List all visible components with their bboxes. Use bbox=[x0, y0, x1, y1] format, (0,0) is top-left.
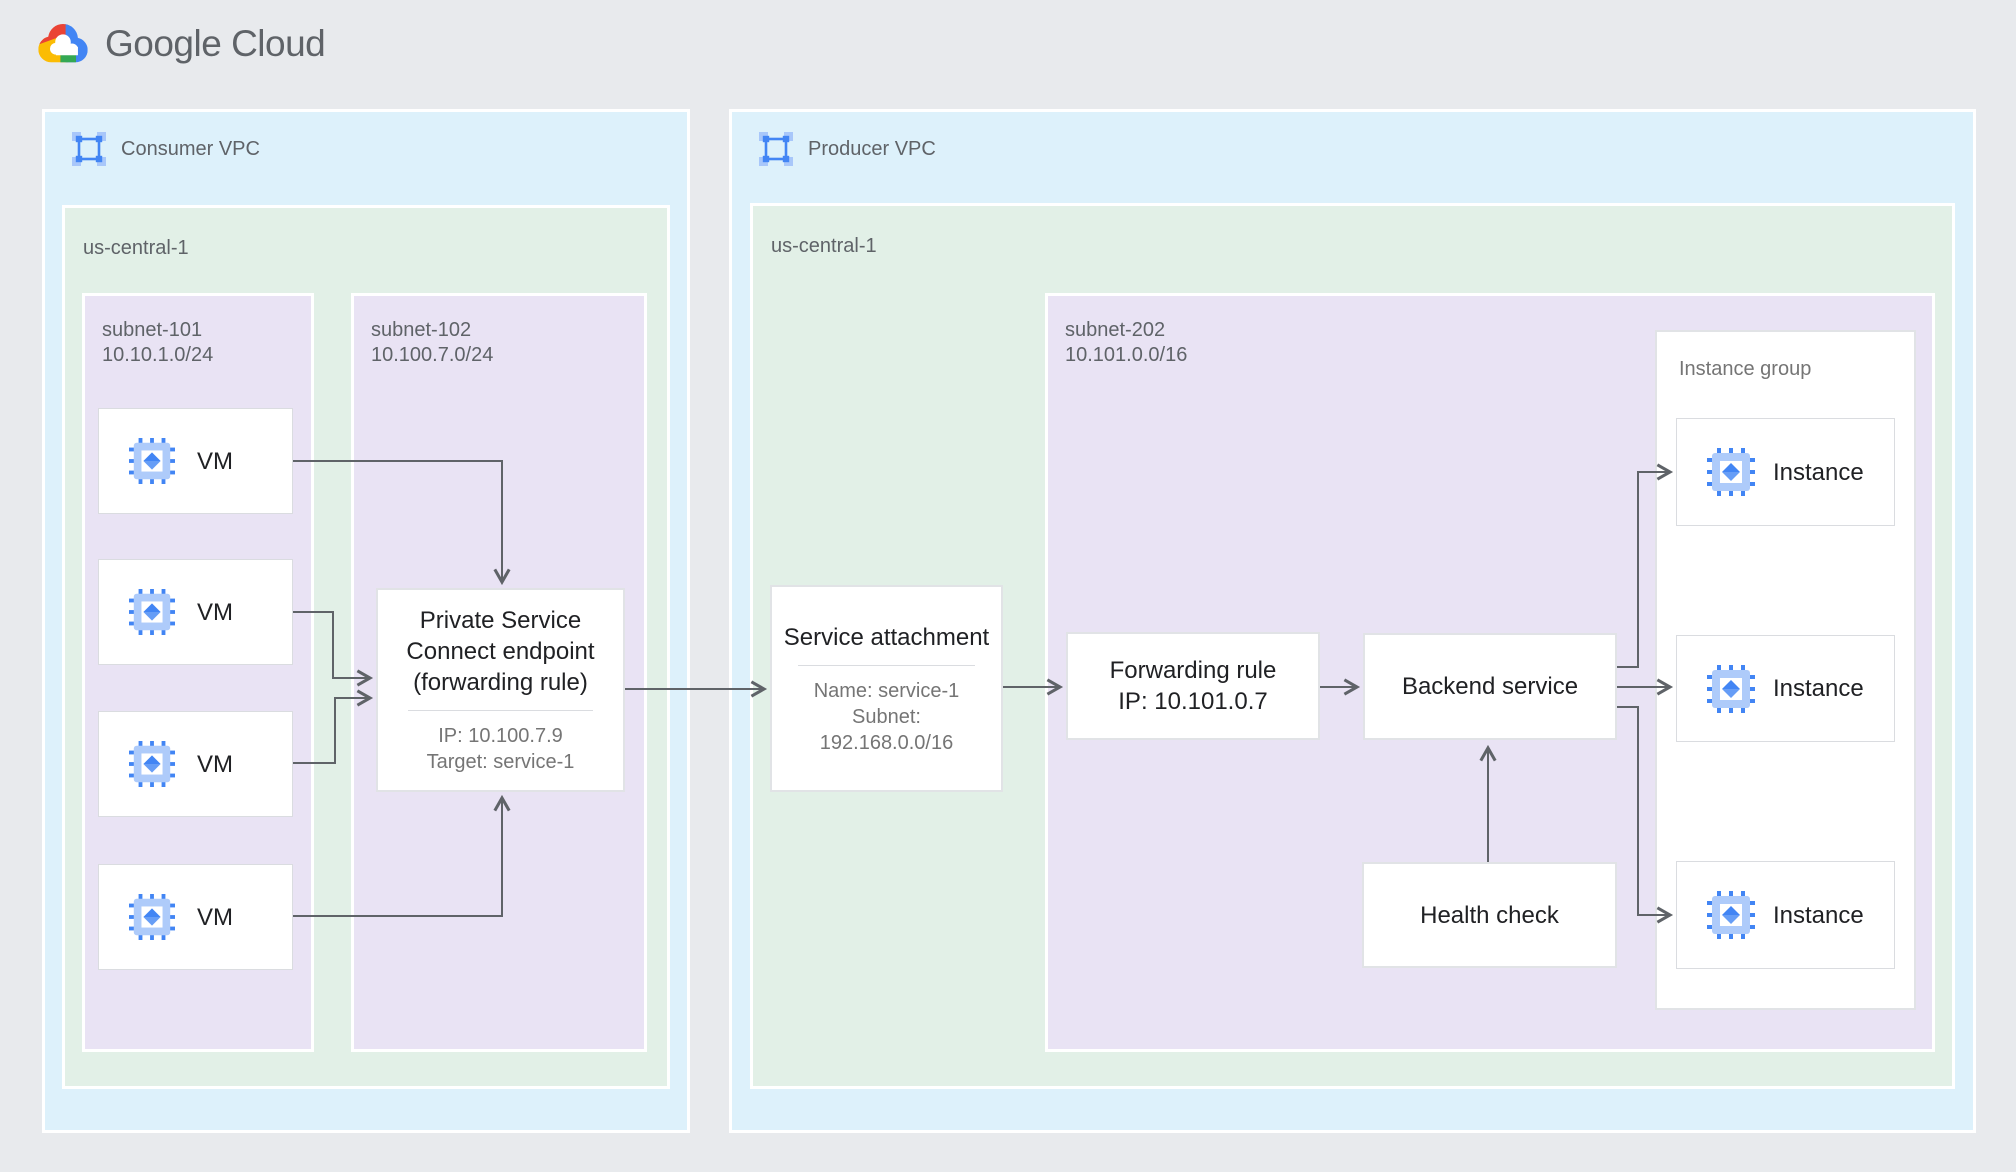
consumer-region-label: us-central-1 bbox=[83, 237, 189, 259]
forwarding-rule-title: Forwarding rule bbox=[1109, 657, 1277, 684]
vm-icon bbox=[129, 589, 175, 635]
subnet-202-name: subnet-202 bbox=[1065, 319, 1166, 341]
vm-label: VM bbox=[197, 903, 233, 931]
producer-vpc-header: Producer VPC bbox=[758, 131, 936, 167]
divider bbox=[797, 664, 976, 666]
instance-icon bbox=[1707, 448, 1755, 496]
vm-node-1: VM bbox=[98, 408, 293, 514]
health-check-node: Health check bbox=[1362, 862, 1617, 968]
consumer-vpc-header: Consumer VPC bbox=[71, 131, 260, 167]
psc-endpoint-ip: IP: 10.100.7.9 bbox=[438, 725, 563, 747]
psc-endpoint-target: Target: service-1 bbox=[426, 751, 575, 773]
backend-service-title: Backend service bbox=[1401, 673, 1579, 700]
vm-icon bbox=[129, 741, 175, 787]
producer-vpc-label: Producer VPC bbox=[808, 137, 936, 160]
backend-service-node: Backend service bbox=[1363, 633, 1617, 740]
vm-label: VM bbox=[197, 750, 233, 778]
logo-text: Google Cloud bbox=[105, 22, 326, 64]
instance-node-3: Instance bbox=[1676, 861, 1895, 969]
instance-group-label: Instance group bbox=[1679, 358, 1812, 380]
service-attachment-node: Service attachment Name: service-1 Subne… bbox=[770, 585, 1003, 792]
subnet-102-label: subnet-102 10.100.7.0/24 bbox=[371, 318, 493, 368]
vm-icon bbox=[129, 894, 175, 940]
subnet-101-cidr: 10.10.1.0/24 bbox=[102, 344, 214, 366]
psc-endpoint-title: Private Service Connect endpoint (forwar… bbox=[406, 607, 595, 696]
vm-node-4: VM bbox=[98, 864, 293, 970]
service-attachment-subnet-label: Subnet: bbox=[852, 705, 921, 728]
vpc-icon bbox=[759, 132, 793, 166]
instance-node-1: Instance bbox=[1676, 418, 1895, 526]
instance-icon bbox=[1707, 664, 1755, 713]
vm-label: VM bbox=[197, 447, 233, 475]
instance-node-2: Instance bbox=[1676, 635, 1895, 742]
instance-label: Instance bbox=[1773, 901, 1864, 929]
instance-icon bbox=[1707, 891, 1755, 939]
vm-label: VM bbox=[197, 598, 233, 626]
service-attachment-subnet-cidr: 192.168.0.0/16 bbox=[819, 731, 954, 754]
instance-label: Instance bbox=[1773, 458, 1864, 486]
divider bbox=[408, 710, 593, 711]
subnet-102-name: subnet-102 bbox=[371, 319, 472, 341]
subnet-202-label: subnet-202 10.101.0.0/16 bbox=[1065, 318, 1187, 368]
consumer-vpc-label: Consumer VPC bbox=[121, 137, 260, 160]
google-cloud-logo-icon bbox=[38, 24, 88, 63]
vm-node-3: VM bbox=[98, 711, 293, 817]
subnet-102-cidr: 10.100.7.0/24 bbox=[371, 344, 494, 366]
google-cloud-logo: Google Cloud bbox=[37, 22, 326, 65]
instance-label: Instance bbox=[1773, 675, 1864, 702]
subnet-101-label: subnet-101 10.10.1.0/24 bbox=[102, 318, 213, 368]
forwarding-rule-ip: IP: 10.101.0.7 bbox=[1118, 688, 1268, 715]
service-attachment-name: Name: service-1 bbox=[813, 679, 960, 702]
health-check-title: Health check bbox=[1420, 901, 1559, 929]
psc-endpoint-node: Private Service Connect endpoint (forwar… bbox=[376, 588, 625, 792]
vm-node-2: VM bbox=[98, 559, 293, 665]
vm-icon bbox=[129, 438, 175, 484]
subnet-101-name: subnet-101 bbox=[102, 319, 203, 341]
subnet-202-cidr: 10.101.0.0/16 bbox=[1065, 344, 1188, 366]
producer-region-label: us-central-1 bbox=[771, 235, 877, 257]
forwarding-rule-node: Forwarding rule IP: 10.101.0.7 bbox=[1066, 632, 1320, 740]
service-attachment-title: Service attachment bbox=[783, 623, 990, 651]
vpc-icon bbox=[72, 132, 106, 166]
